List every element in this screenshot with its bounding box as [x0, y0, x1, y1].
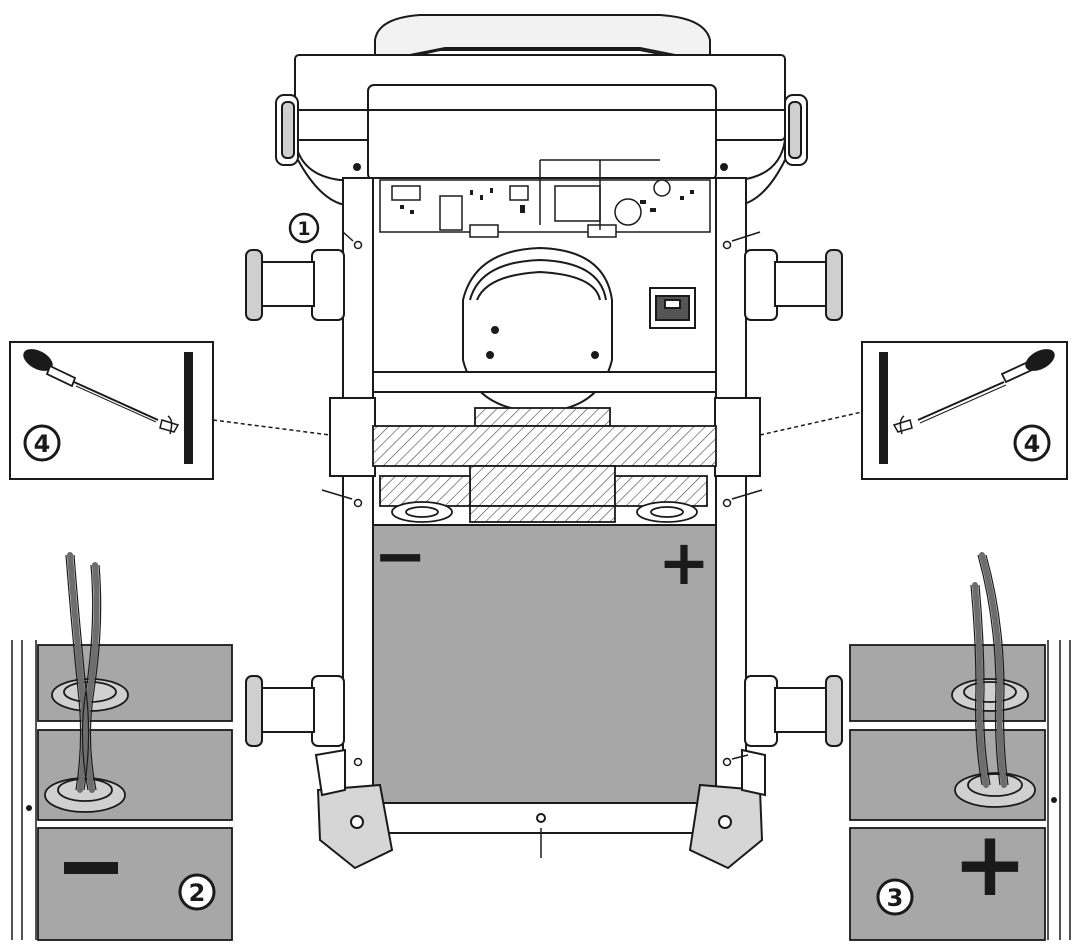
callout-2-label: 2 [189, 879, 206, 907]
push-rivet-right [892, 415, 913, 435]
main-battery [372, 524, 717, 804]
side-wheel-bottom-left [245, 675, 345, 747]
detail-positive-terminal: + 3 [849, 552, 1072, 941]
power-switch [649, 287, 696, 329]
push-rivet-left [159, 415, 180, 435]
callout-1-label: 1 [297, 218, 310, 240]
detail-negative-terminal: 2 [10, 552, 233, 941]
screw-pointers [321, 231, 763, 760]
corner-foot-right [688, 783, 764, 870]
detail-inset-right: 4 [861, 341, 1068, 480]
circuit-board [379, 159, 711, 238]
callout-3-label: 3 [887, 884, 904, 912]
screw-holes [353, 240, 732, 767]
support-bar [329, 371, 761, 477]
side-wheel-top-left [245, 249, 345, 321]
battery-terminals [391, 501, 698, 523]
leader-left [212, 419, 331, 436]
panel-wall-right [879, 352, 888, 464]
screwdriver-right [917, 349, 1055, 424]
top-latch-left [275, 94, 299, 166]
screwdriver-left [23, 349, 159, 423]
main-positive-sign: + [658, 526, 710, 599]
top-latch-right [784, 94, 808, 166]
panel-wall-left [184, 352, 193, 464]
circuit-components [400, 188, 694, 214]
corner-foot-left [316, 783, 394, 870]
detail-negative-sign [64, 862, 118, 874]
detail-positive-sign: + [952, 812, 1027, 917]
callout-4-right-label: 4 [1024, 430, 1041, 458]
top-housing [294, 54, 786, 181]
side-wheel-bottom-right [744, 675, 843, 747]
leader-right [759, 411, 863, 436]
callout-4-left-label: 4 [34, 430, 51, 458]
hatched-bracket [372, 407, 717, 523]
callout-1: 1 [288, 212, 320, 244]
side-wheel-top-right [744, 249, 843, 321]
main-negative-sign: − [373, 520, 427, 594]
bottom-bar [369, 802, 721, 834]
detail-inset-left: 4 [9, 341, 214, 480]
